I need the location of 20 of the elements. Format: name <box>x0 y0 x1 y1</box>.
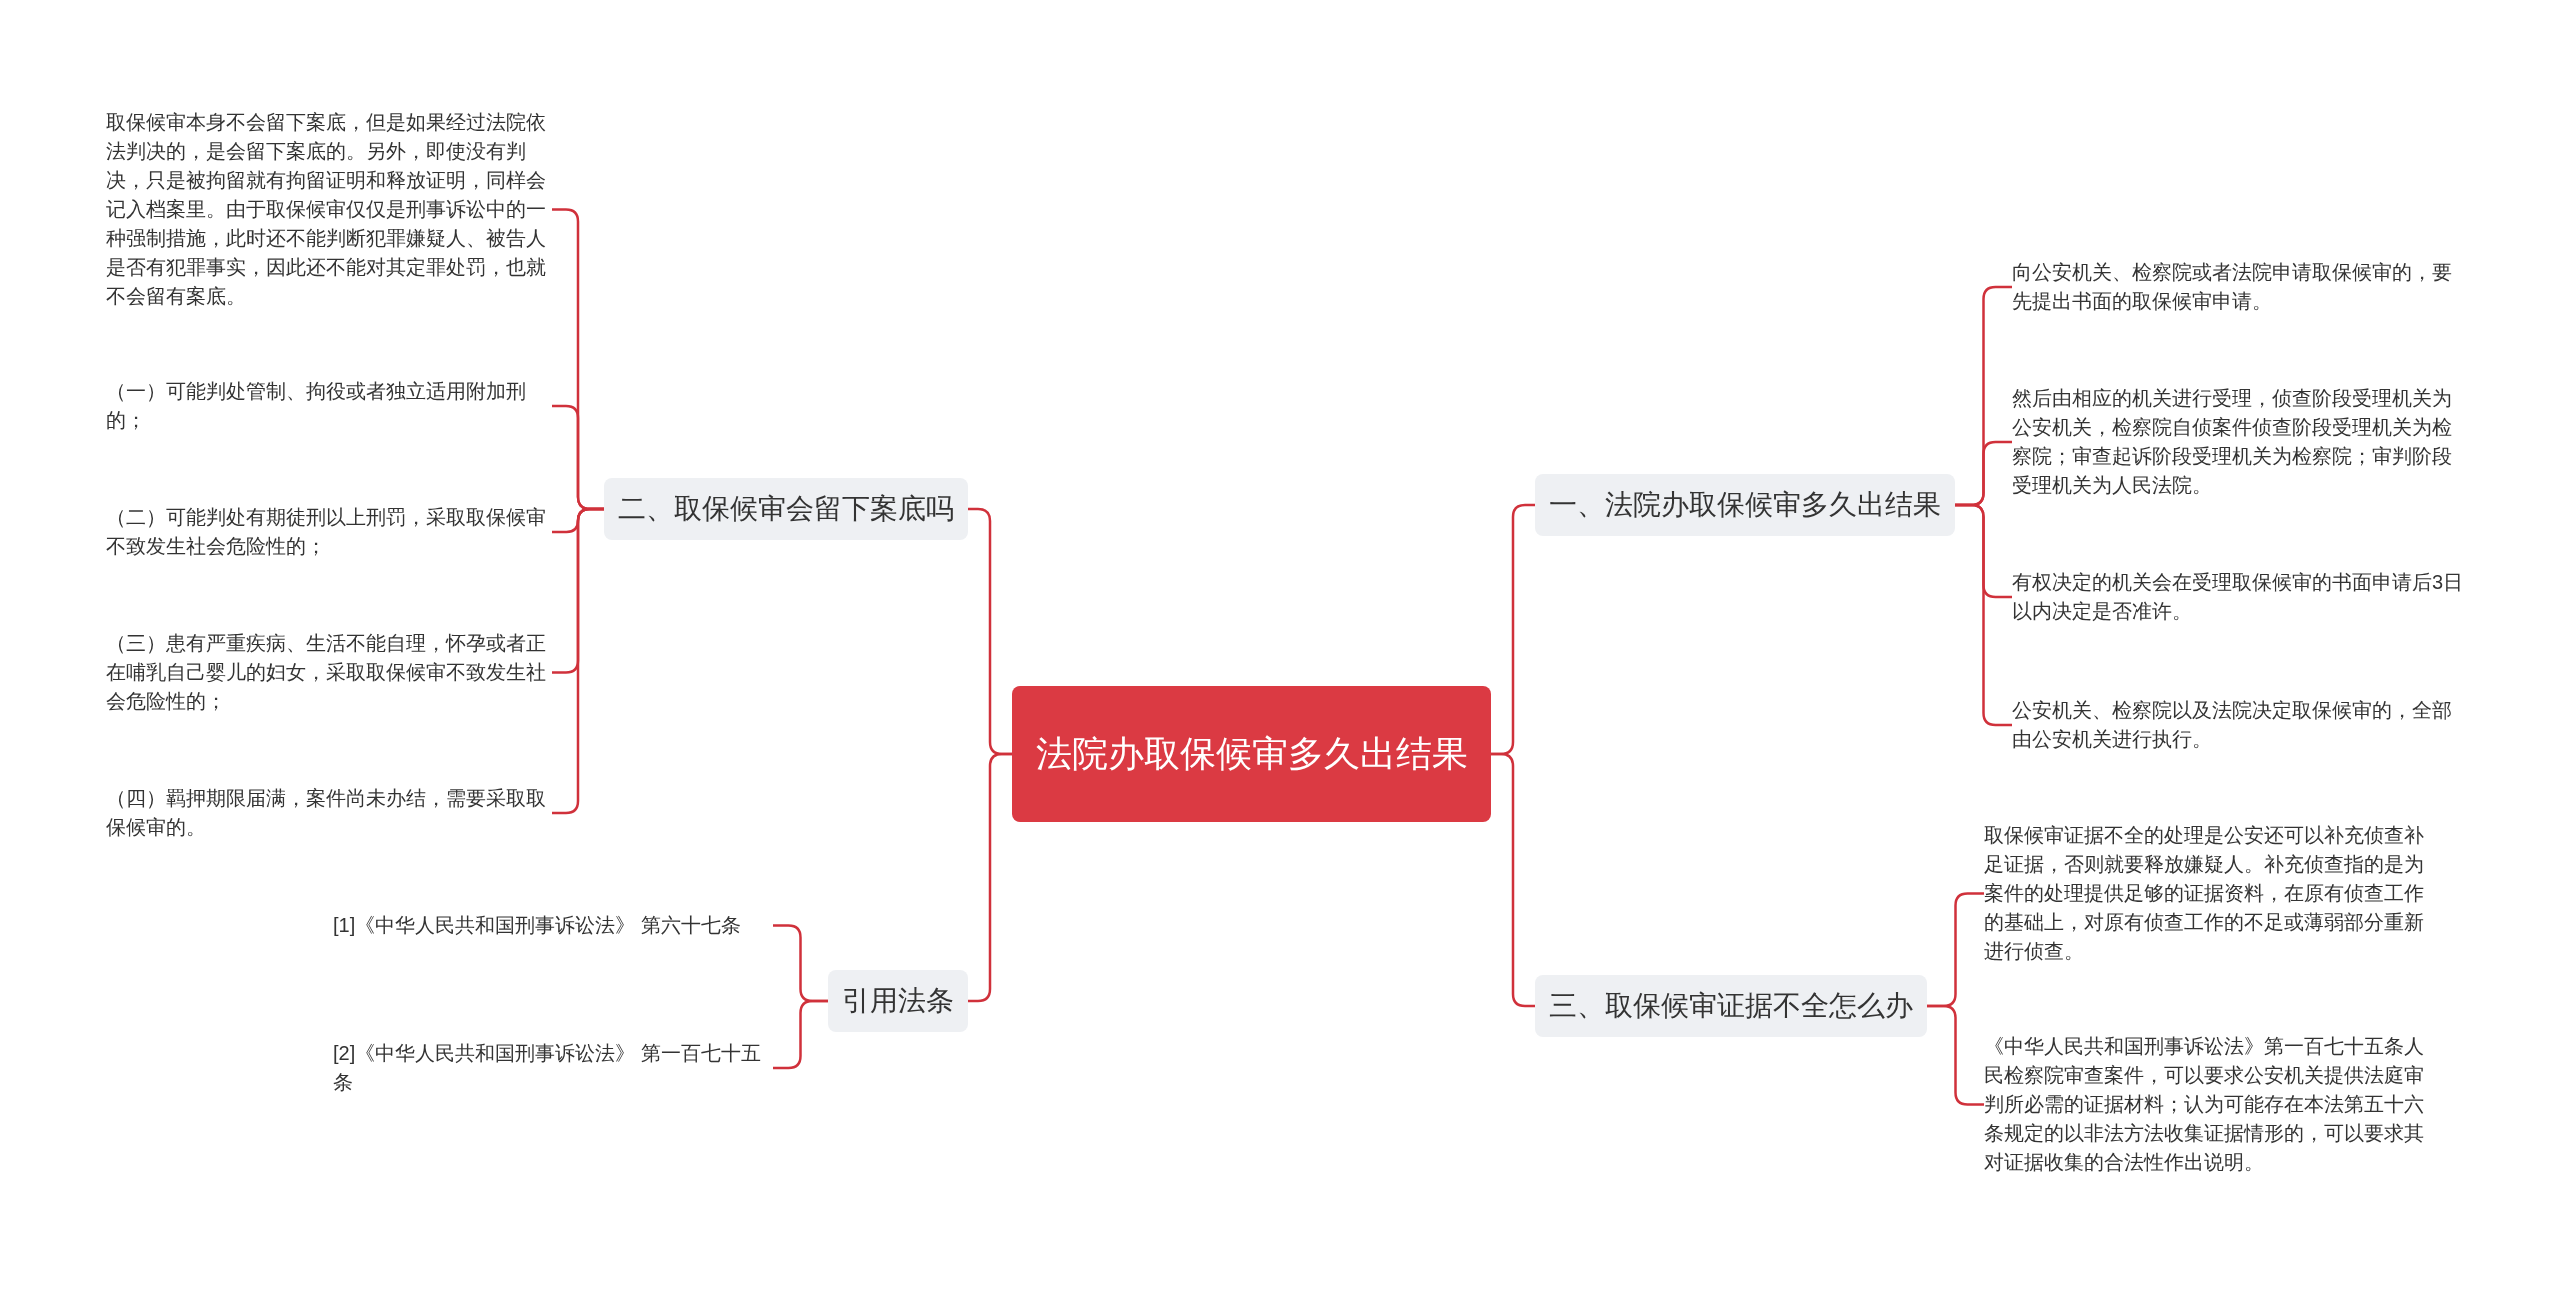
branch-topic-box: 二、取保候审会留下案底吗 <box>604 478 968 540</box>
topic-text: （四）羁押期限届满，案件尚未办结，需要采取取保候审的。 <box>106 784 552 842</box>
topic-text: 取保候审证据不全的处理是公安还可以补充侦查补足证据，否则就要释放嫌疑人。补充侦查指的是为案件的处理提供足够的证据资料，在原有侦查工作的基础上，对原有侦查工作的不足或薄弱部分重新进行侦查。 <box>1984 821 2430 966</box>
topic-text: [1]《中华人民共和国刑事诉讼法》 第六十七条 <box>333 911 773 940</box>
topic-text: 有权决定的机关会在受理取保候审的书面申请后3日以内决定是否准许。 <box>2012 568 2464 626</box>
topic-text: 然后由相应的机关进行受理，侦查阶段受理机关为公安机关，检察院自侦案件侦查阶段受理机关为检察院；审查起诉阶段受理机关为检察院；审判阶段受理机关为人民法院。 <box>2012 384 2464 500</box>
topic-text: 《中华人民共和国刑事诉讼法》第一百七十五条人民检察院审查案件，可以要求公安机关提供法庭审判所必需的证据材料；认为可能存在本法第五十六条规定的以非法方法收集证据情形的，可以要求其对证据收集的合法性作出说明。 <box>1984 1032 2430 1177</box>
topic-text: （三）患有严重疾病、生活不能自理，怀孕或者正在哺乳自己婴儿的妇女，采取取保候审不致发生社会危险性的； <box>106 629 552 716</box>
topic-text: （一）可能判处管制、拘役或者独立适用附加刑的； <box>106 377 552 435</box>
central-topic-box: 法院办取保候审多久出结果 <box>1012 686 1491 822</box>
branch-topic-box: 三、取保候审证据不全怎么办 <box>1535 975 1927 1037</box>
connector-line <box>1491 752 1535 1008</box>
topic-text: 取保候审本身不会留下案底，但是如果经过法院依法判决的，是会留下案底的。另外，即使没有判决，只是被拘留就有拘留证明和释放证明，同样会记入档案里。由于取保候审仅仅是刑事诉讼中的一种强制措施，此时还不能判断犯罪嫌疑人、被告人是否有犯罪事实，因此还不能对其定罪处罚，也就不会留有案底。 <box>106 108 552 311</box>
topic-text: [2]《中华人民共和国刑事诉讼法》 第一百七十五条 <box>333 1039 773 1097</box>
topic-text: 公安机关、检察院以及法院决定取保候审的，全部由公安机关进行执行。 <box>2012 696 2464 754</box>
branch-topic-box: 一、法院办取保候审多久出结果 <box>1535 474 1955 536</box>
topic-text: 向公安机关、检察院或者法院申请取保候审的，要先提出书面的取保候审申请。 <box>2012 258 2464 316</box>
branch-topic-box: 引用法条 <box>828 970 968 1032</box>
connector-line <box>968 752 1012 1003</box>
topic-text: （二）可能判处有期徒刑以上刑罚，采取取保候审不致发生社会危险性的； <box>106 503 552 561</box>
